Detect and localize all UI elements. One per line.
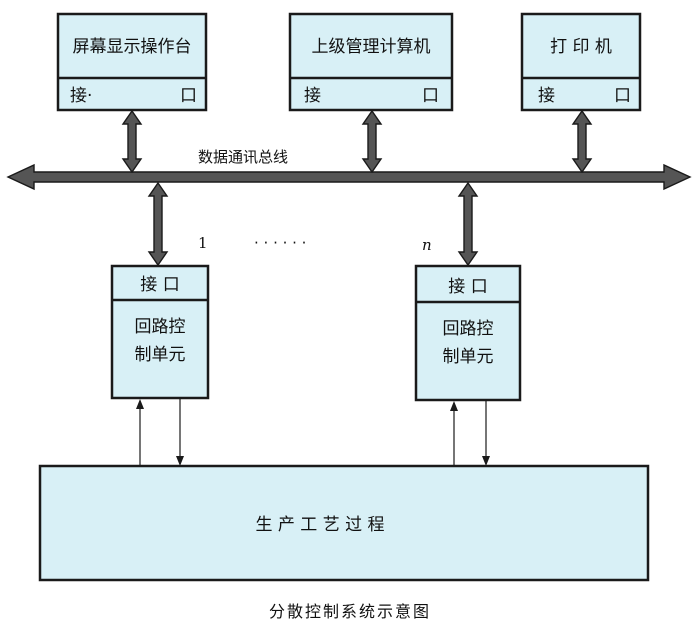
control-unit-1-label-line1: 回路控 (135, 317, 186, 337)
console-box: 屏幕显示操作台 接· 口 (56, 12, 208, 112)
control-unit-n-label-line2: 制单元 (443, 347, 494, 367)
unit-n-signal-lines (450, 400, 490, 466)
unit-n-index: n (422, 236, 432, 254)
printer-bus-arrow (571, 109, 593, 174)
printer-box: 打 印 机 接 口 (520, 12, 642, 112)
units-ellipsis: · · · · · · (254, 234, 306, 252)
console-interface-right: 口 (180, 86, 197, 106)
unit-1-signal-lines (136, 398, 184, 466)
host-computer-bus-arrow (361, 109, 383, 174)
data-bus-label: 数据通讯总线 (198, 148, 288, 166)
control-unit-n: 接 口 回路控 制单元 (414, 264, 522, 402)
printer-interface-left: 接 (538, 86, 555, 106)
console-title: 屏幕显示操作台 (73, 37, 192, 57)
data-bus-arrow (6, 163, 692, 191)
host-computer-interface-left: 接 (304, 86, 321, 106)
console-bus-arrow (121, 109, 143, 174)
host-computer-box: 上级管理计算机 接 口 (288, 12, 454, 112)
production-process-label: 生 产 工 艺 过 程 (255, 515, 384, 535)
printer-title: 打 印 机 (550, 37, 612, 57)
unit-n-bus-arrow (457, 181, 479, 267)
control-unit-1: 接 口 回路控 制单元 (110, 264, 210, 400)
control-unit-n-interface: 接 口 (448, 277, 487, 297)
unit-1-index: 1 (198, 234, 208, 252)
unit-1-bus-arrow (147, 181, 169, 267)
console-interface-left: 接· (70, 86, 92, 106)
control-unit-1-label-line2: 制单元 (135, 345, 186, 365)
host-computer-title: 上级管理计算机 (312, 37, 431, 57)
production-process-box: 生 产 工 艺 过 程 (38, 464, 650, 582)
control-unit-1-interface: 接 口 (140, 275, 179, 295)
host-computer-interface-right: 口 (422, 86, 439, 106)
control-unit-n-label-line1: 回路控 (443, 319, 494, 339)
printer-interface-right: 口 (614, 86, 631, 106)
diagram-caption: 分散控制系统示意图 (269, 602, 431, 621)
